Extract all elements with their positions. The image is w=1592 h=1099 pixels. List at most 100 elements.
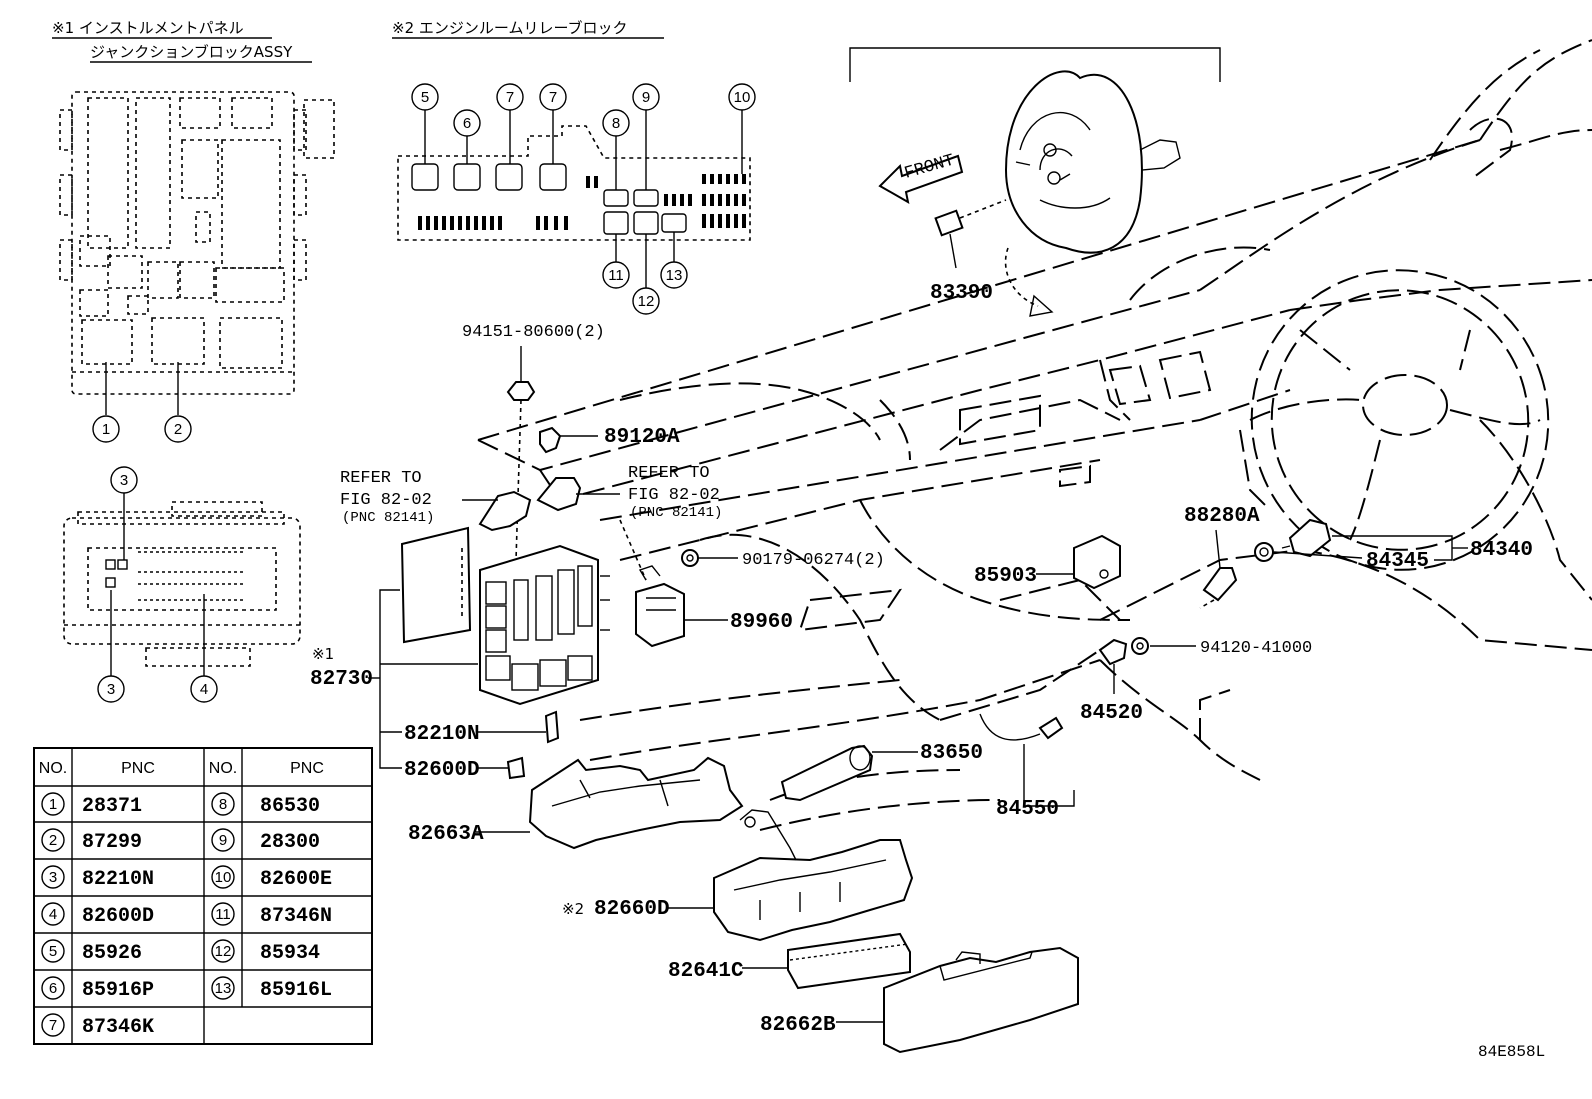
part-89120A-clip [539,426,598,454]
svg-text:※2: ※2 [562,900,584,918]
svg-text:12: 12 [638,293,655,310]
svg-text:10: 10 [734,89,751,106]
callout-12: 12 [632,287,660,315]
label-82600D: 82600D [404,759,480,782]
callout-3-top: 3 [110,466,138,494]
diagram-code: 84E858L [1478,1043,1545,1061]
bracket-right [536,477,620,512]
label-84520: 84520 [1080,702,1143,725]
svg-text:4: 4 [49,906,57,923]
svg-text:82660D: 82660D [594,898,670,921]
svg-text:11: 11 [215,906,231,923]
svg-text:(PNC 82141): (PNC 82141) [630,505,722,521]
svg-text:86530: 86530 [260,795,320,818]
svg-text:8: 8 [219,796,227,813]
table-row: 8 86530 [211,792,320,818]
svg-text:82730: 82730 [310,668,373,691]
svg-text:7: 7 [506,89,514,106]
inset1-title: ※1 インストルメントパネル ジャンクションブロックASSY [52,19,312,63]
svg-text:7: 7 [549,89,557,106]
callout-2: 2 [164,415,192,443]
label-89120A: 89120A [604,426,680,449]
part-83650-sensor [780,744,918,802]
callout-10: 10 [728,83,756,111]
front-arrow-icon: FRONT [878,151,964,204]
part-84340-switch [1254,518,1468,562]
svg-text:82210N: 82210N [82,868,154,891]
part-82210N [478,710,560,744]
svg-text:ジャンクションブロックASSY: ジャンクションブロックASSY [90,43,293,61]
label-94151: 94151-80600(2) [462,323,605,342]
table-row: 4 82600D [41,902,154,928]
label-84550: 84550 [996,798,1059,821]
svg-text:28300: 28300 [260,831,320,854]
svg-text:FIG 82-02: FIG 82-02 [628,486,720,505]
bracket-top [849,47,1221,82]
svg-text:REFER TO: REFER TO [628,464,710,483]
inset2-title: ※2 エンジンルームリレーブロック [392,19,664,39]
svg-text:28371: 28371 [82,795,142,818]
callout-5: 5 [411,83,439,111]
label-82730: ※1 82730 [310,645,373,691]
svg-text:(PNC 82141): (PNC 82141) [342,510,434,526]
svg-text:13: 13 [666,267,683,284]
table-row: 1 28371 [41,792,142,818]
part-84520-switch [1098,638,1128,694]
header-pnc-right: PNC [290,760,324,777]
part-83390-sensor [934,199,1007,269]
svg-text:FIG 82-02: FIG 82-02 [340,491,432,510]
part-90179-nut [681,549,738,567]
svg-text:※2 エンジンルームリレーブロック: ※2 エンジンルームリレーブロック [392,19,628,37]
svg-text:85916P: 85916P [82,979,154,1002]
part-82641C-cover [742,932,911,990]
svg-text:85934: 85934 [260,942,320,965]
part-94120-nut [1131,637,1196,655]
svg-text:FRONT: FRONT [902,151,956,183]
svg-text:1: 1 [102,421,110,438]
part-82663A-tray [476,756,744,850]
svg-text:※1 インストルメントパネル: ※1 インストルメントパネル [52,19,244,37]
svg-text:4: 4 [200,681,208,698]
label-82660D: ※2 82660D [562,898,670,921]
callout-6: 6 [453,109,481,137]
svg-text:6: 6 [463,115,471,132]
svg-text:5: 5 [49,943,57,960]
svg-text:※1: ※1 [312,645,334,663]
svg-text:2: 2 [49,832,57,849]
part-94151-nut [506,346,536,561]
svg-text:2: 2 [174,421,182,438]
callout-8: 8 [602,109,630,137]
svg-text:1: 1 [49,796,57,813]
label-85903: 85903 [974,565,1037,588]
junction-block-top-view [59,91,335,415]
callout-11: 11 [602,261,630,289]
callout-3-bottom: 3 [97,675,125,703]
relay-block [397,110,751,288]
label-84340: 84340 [1470,539,1533,562]
svg-text:3: 3 [107,681,115,698]
header-pnc-left: PNC [121,760,155,777]
callout-7b: 7 [539,83,567,111]
svg-text:3: 3 [120,472,128,489]
svg-text:9: 9 [642,89,650,106]
junction-block-side-view [63,493,301,676]
svg-text:12: 12 [215,943,232,960]
callout-13: 13 [660,261,688,289]
steering-wheel [1239,269,1550,571]
label-94120: 94120-41000 [1200,639,1312,658]
svg-text:5: 5 [421,89,429,106]
svg-text:7: 7 [49,1017,57,1034]
part-82660D-block [666,809,914,942]
label-82210N: 82210N [404,723,480,746]
svg-text:85916L: 85916L [260,979,332,1002]
svg-text:82600D: 82600D [82,905,154,928]
header-no-right: NO. [209,760,237,777]
